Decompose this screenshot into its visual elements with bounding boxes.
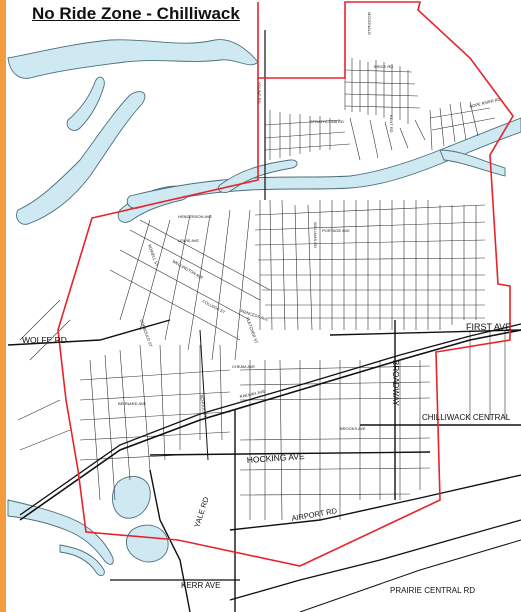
label-nowell-st: NOWELL ST — [147, 244, 160, 268]
label-strathcona-rd: STRATHCONA RD — [310, 119, 344, 124]
label-portage-ave: PORTAGE AVE — [322, 228, 350, 233]
label-yale-rd: YALE RD — [192, 495, 210, 528]
river-southwest — [7, 499, 114, 565]
wolfe-rd — [7, 319, 171, 346]
prairie-central — [229, 519, 521, 601]
hocking-ave-rd — [149, 451, 431, 456]
label-henderson-ave: HENDERSON AVE — [178, 214, 212, 219]
label-prairie-central: PRAIRIE CENTRAL RD — [390, 586, 475, 595]
label-brooks-ave: BROOKS AVE — [340, 426, 366, 431]
label-chilliwack-central: CHILLIWACK CENTRAL — [422, 413, 511, 422]
airport-rd — [229, 474, 521, 531]
accent-bar — [0, 0, 6, 612]
label-young-rd: YOUNG RD — [257, 82, 262, 104]
river-east-branch — [439, 149, 506, 177]
label-kent-rd: KENT RD — [389, 115, 394, 133]
label-school-st: SCHOOL ST — [199, 394, 208, 418]
river-northwest — [7, 39, 259, 79]
label-kerr-ave: KERR AVE — [181, 581, 220, 590]
label-lewis-ave: LEWIS AVE — [178, 238, 199, 243]
label-corbould-st: CORBOULD ST — [139, 319, 154, 348]
major-roads — [7, 30, 521, 612]
label-first-ave: FIRST AVE — [466, 322, 511, 332]
channel-south — [59, 544, 105, 577]
lake-south-2 — [125, 524, 169, 563]
label-brice-rd: BRICE RD — [374, 64, 393, 69]
label-princess-ave: PRINCESS AVE — [240, 308, 269, 322]
map-title: No Ride Zone - Chilliwack — [32, 4, 240, 23]
label-railway-ave: RAILWAY AVE — [239, 389, 266, 399]
label-bernard-ave: BERNARD AVE — [118, 401, 146, 406]
first-ave-east — [329, 329, 521, 336]
label-wellington-ave: WELLINGTON AVE — [172, 259, 205, 281]
railway-line — [19, 323, 521, 516]
label-hocking-ave: HOCKING AVE — [246, 451, 305, 465]
river-west-branch — [66, 76, 105, 131]
label-broadway: BROADWAY — [391, 360, 400, 406]
first-ave-line — [19, 329, 521, 521]
label-cheam-ave: CHEAM AVE — [232, 364, 255, 369]
lake-south-1 — [111, 475, 151, 519]
label-mcdonald: MCDONALD — [367, 12, 372, 35]
no-ride-zone-boundary — [57, 1, 514, 567]
label-williams-rd: WILLIAMS RD — [313, 222, 318, 248]
label-wolfe-rd: WOLFE RD — [22, 335, 67, 345]
minor-streets — [17, 58, 506, 521]
river-west-channel — [16, 91, 146, 225]
label-hope-river-rd: HOPE RIVER RD — [469, 96, 501, 109]
label-fletcher-st: FLETCHER ST — [245, 317, 259, 345]
